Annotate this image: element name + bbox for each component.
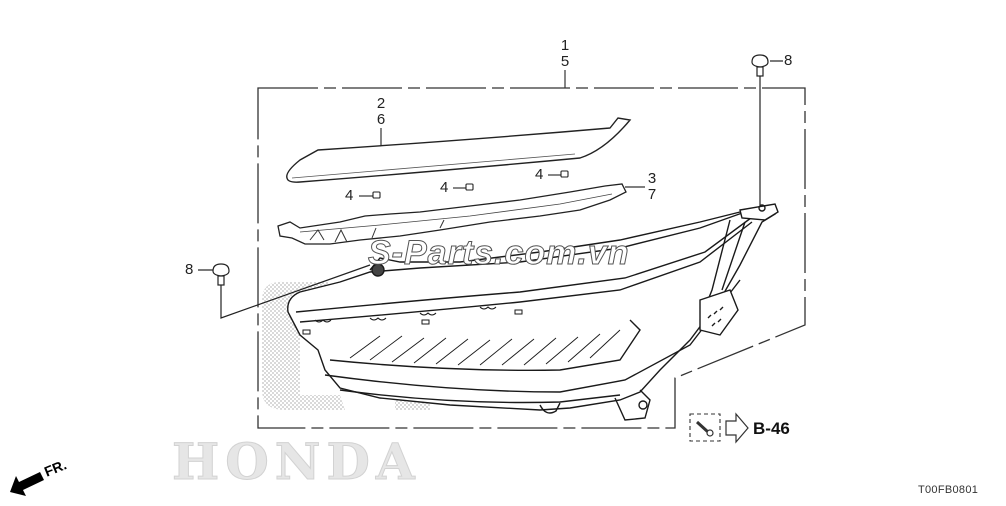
bolt-icon [695, 420, 710, 434]
callout-8-left[interactable]: 8 [185, 261, 194, 278]
callout-4-right[interactable]: 4 [535, 166, 544, 183]
callout-number: 1 [560, 37, 570, 54]
honda-brand-watermark: HONDA [172, 432, 421, 492]
callout-number: 6 [376, 111, 386, 128]
reference-link-b46[interactable]: B-46 [753, 419, 790, 438]
callout-4-left[interactable]: 4 [345, 187, 354, 204]
headlight-assembly [287, 203, 779, 421]
site-watermark: S-Parts.com.vn [368, 234, 630, 273]
upper-garnish-strip [286, 117, 632, 183]
clip-icon [359, 170, 569, 199]
mounting-bracket [277, 183, 627, 245]
assembly-boundary [257, 87, 806, 429]
callout-3-7[interactable]: 3 7 [645, 171, 659, 203]
callout-number: 5 [560, 53, 570, 70]
callout-number: 7 [647, 186, 657, 203]
flange-bolt-top [751, 54, 783, 205]
reference-arrow-icon [725, 412, 749, 444]
callout-2-6[interactable]: 2 6 [374, 96, 388, 128]
callout-number: 2 [376, 95, 386, 112]
b46-reference [689, 412, 749, 444]
callout-number: 3 [647, 170, 657, 187]
flange-bolt-left [198, 263, 371, 319]
callout-1-5[interactable]: 1 5 [558, 38, 572, 70]
drawing-code: T00FB0801 [918, 484, 979, 496]
arrow-front-icon [10, 472, 44, 496]
callout-4-middle[interactable]: 4 [440, 179, 449, 196]
callout-8-top[interactable]: 8 [784, 52, 793, 69]
